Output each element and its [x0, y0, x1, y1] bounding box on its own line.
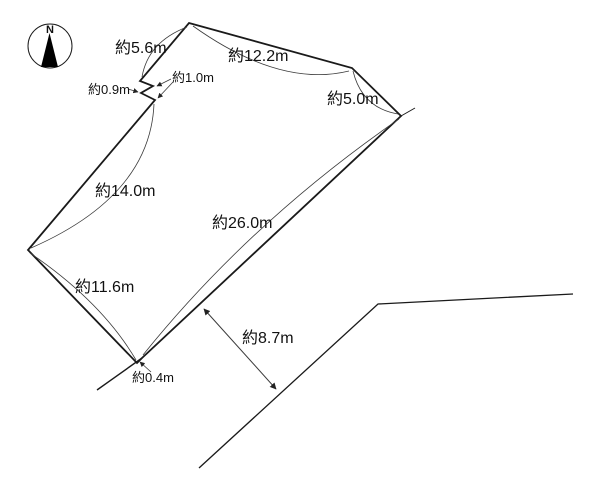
- compass-circle: [27, 23, 73, 69]
- dimension-label-0-9: 約0.9m: [88, 82, 130, 97]
- dimension-arc-11-6: [29, 252, 137, 361]
- boundary-extension-line-ne: [400, 107, 416, 117]
- dimension-arc-5-6: [141, 26, 188, 78]
- plot-boundary: [26, 21, 403, 365]
- dimension-label-12-2: 約12.2m: [228, 47, 288, 65]
- dimension-label-5-0: 約5.0m: [327, 90, 379, 108]
- dimension-arc-12-2: [192, 25, 350, 76]
- compass-north-label: N: [46, 24, 54, 36]
- dimension-label-0-4: 約0.4m: [132, 370, 174, 385]
- leader-1-0-lower: [157, 81, 174, 99]
- compass: N: [27, 23, 73, 69]
- boundary-extension-line-sw: [96, 357, 143, 391]
- dimension-label-11-6: 約11.6m: [75, 278, 134, 296]
- leader-1-0-upper: [156, 78, 172, 87]
- leader-0-9: [127, 88, 139, 94]
- dimension-label-8-7: 約8.7m: [242, 329, 294, 347]
- road-line: [198, 293, 574, 469]
- dimension-arc-26-0: [142, 118, 400, 356]
- dimension-label-14-0: 約14.0m: [95, 182, 155, 200]
- dimension-label-5-6: 約5.6m: [115, 39, 167, 57]
- dimension-arc-5-0: [352, 70, 399, 115]
- road-distance-arrow: [203, 308, 277, 390]
- leader-0-4: [139, 361, 152, 373]
- dimension-label-26-0: 約26.0m: [212, 214, 272, 232]
- dimension-label-1-0: 約1.0m: [172, 70, 214, 85]
- north-arrow-icon: [41, 33, 58, 67]
- dimension-arc-14-0: [30, 103, 155, 249]
